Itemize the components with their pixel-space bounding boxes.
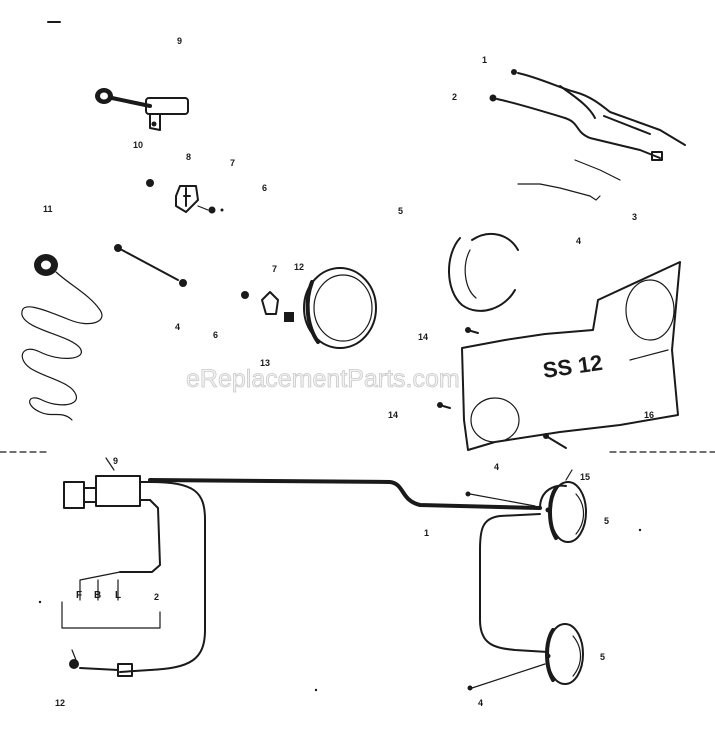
- headlamp-lens-part: [448, 232, 519, 312]
- coiled-cable-part: [21, 254, 103, 421]
- bracket-part: [146, 179, 224, 214]
- headlamp-part: [241, 267, 377, 349]
- bolt-upper: [565, 469, 573, 481]
- callout-4: 4: [494, 462, 499, 472]
- callout-12: 12: [294, 262, 304, 272]
- callout-12: 12: [55, 698, 65, 708]
- ground-wire-upper: [469, 493, 536, 507]
- terminal-label-b: B: [94, 590, 101, 601]
- panel-model-text: SS 12: [541, 350, 604, 383]
- ground-wire-lower: [471, 663, 546, 689]
- plug-lead-wire: [119, 499, 161, 573]
- screw-part: [437, 402, 443, 408]
- callout-6: 6: [262, 183, 267, 193]
- callout-2: 2: [452, 92, 457, 102]
- main-harness-wire: [148, 478, 542, 510]
- callout-4: 4: [478, 698, 483, 708]
- watermark-text: eReplacementParts.com: [186, 365, 460, 393]
- lamp-link-wire: [479, 513, 549, 653]
- wire-harness-parts: [489, 69, 686, 201]
- callout-4: 4: [576, 236, 581, 246]
- callout-13: 13: [260, 358, 270, 368]
- short-cable-part: [114, 244, 187, 287]
- ignition-switch-part: [95, 88, 189, 131]
- callout-14: 14: [418, 332, 428, 342]
- terminal-label-f: F: [76, 590, 82, 601]
- terminal-label-l: L: [115, 590, 121, 601]
- callout-1: 1: [482, 55, 487, 65]
- callout-8: 8: [186, 152, 191, 162]
- callout-9: 9: [113, 456, 118, 466]
- lamp-lower: [545, 623, 584, 685]
- callout-16: 16: [644, 410, 654, 420]
- callout-5: 5: [600, 652, 605, 662]
- callout-2: 2: [154, 592, 159, 602]
- callout-14: 14: [388, 410, 398, 420]
- callout-10: 10: [133, 140, 143, 150]
- connector-12: [69, 649, 133, 677]
- front-panel-plate: SS 12: [461, 261, 681, 451]
- callout-4: 4: [175, 322, 180, 332]
- callout-9: 9: [177, 36, 182, 46]
- callout-3: 3: [632, 212, 637, 222]
- bolt-part: [545, 435, 567, 449]
- callout-5: 5: [398, 206, 403, 216]
- callout-7: 7: [230, 158, 235, 168]
- lamp-feed-wire: [119, 481, 206, 673]
- callout-6: 6: [213, 330, 218, 340]
- lamp-upper: [539, 481, 587, 543]
- callout-7: 7: [272, 264, 277, 274]
- screw-part: [465, 327, 471, 333]
- plug-terminals: F B L: [61, 571, 161, 629]
- callout-1: 1: [424, 528, 429, 538]
- callout-15: 15: [580, 472, 590, 482]
- callout-11: 11: [43, 204, 53, 214]
- callout-5: 5: [604, 516, 609, 526]
- switch-block: [63, 457, 151, 509]
